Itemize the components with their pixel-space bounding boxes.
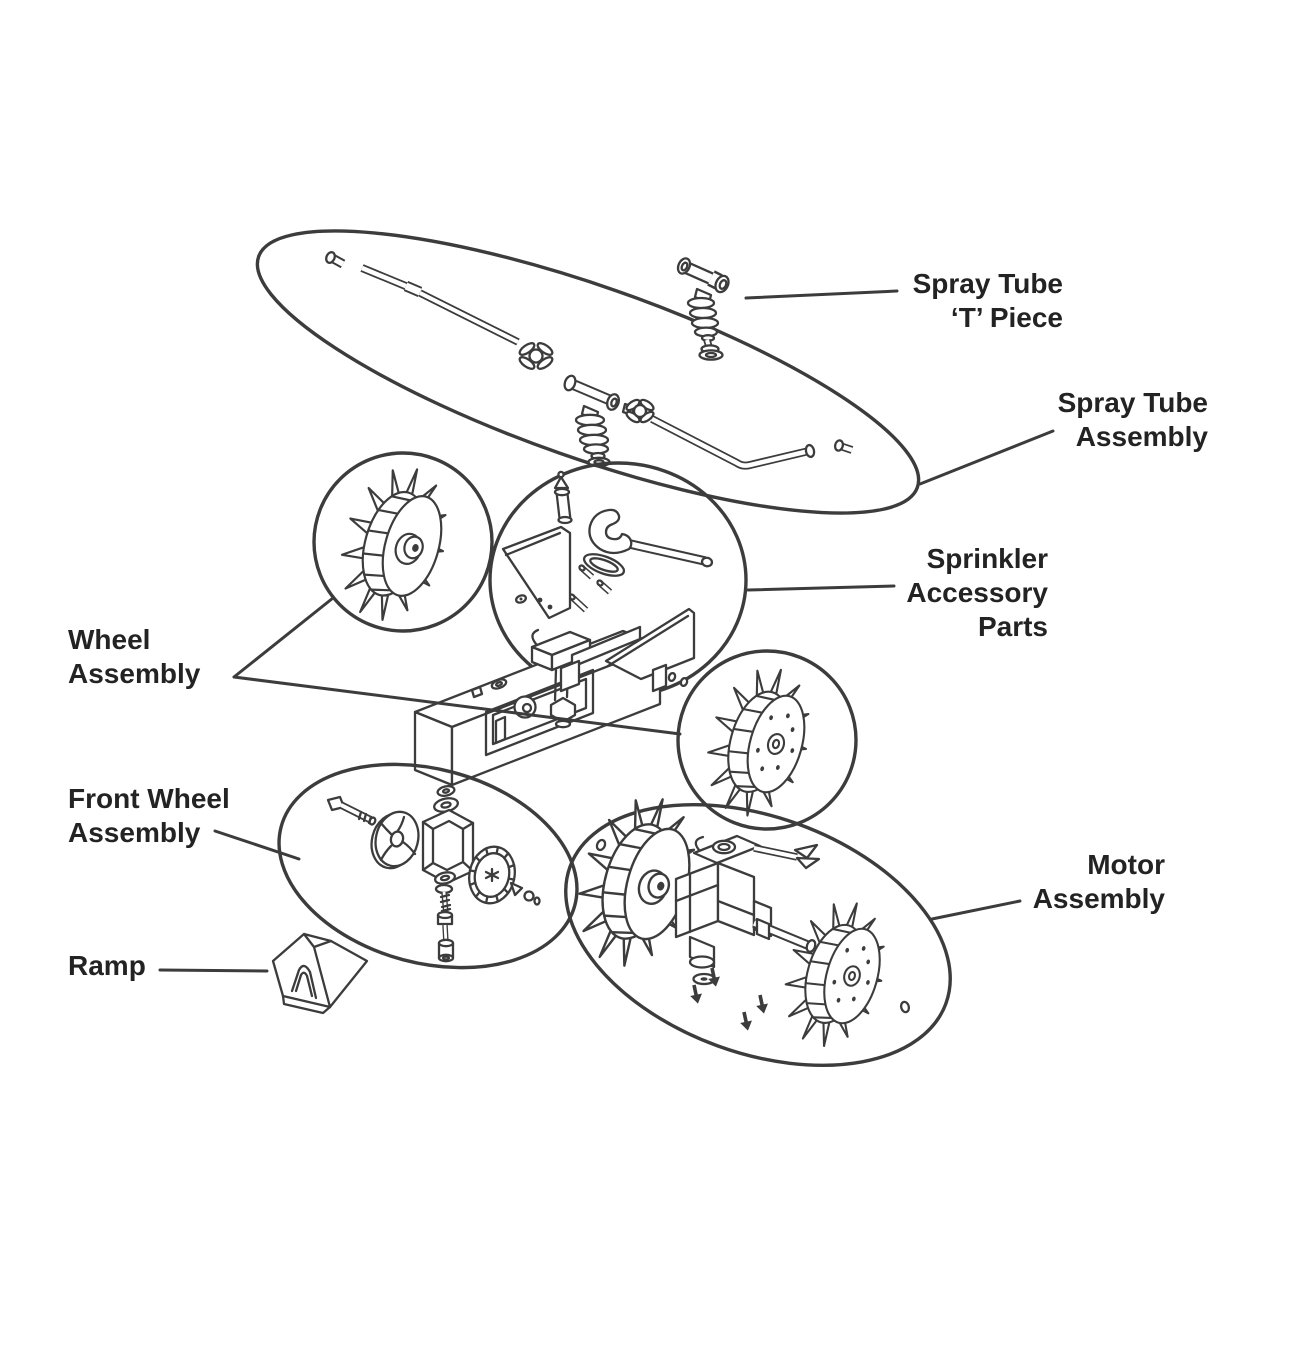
label-line: Parts	[977, 611, 1048, 642]
motor-wheel-right	[784, 902, 885, 1048]
label-line: Wheel	[68, 624, 151, 655]
label-ramp: Ramp	[68, 949, 146, 983]
motor-bracket	[692, 834, 821, 870]
wheel-right-enclosure-circle	[676, 649, 858, 831]
label-wheel-assembly: Wheel Assembly	[68, 623, 200, 691]
label-line: Front Wheel	[68, 783, 230, 814]
label-line: Assembly	[68, 817, 201, 848]
leader-spray-tube-assembly	[918, 429, 1055, 486]
label-front-wheel-assembly: Front Wheel Assembly	[68, 782, 230, 850]
ramp-drawing	[271, 932, 369, 1015]
ribbed-disc	[468, 845, 516, 905]
wheel-assembly-right-drawing	[676, 649, 858, 831]
front-wheel-assembly-drawing	[277, 762, 579, 970]
spike-pin	[553, 470, 573, 525]
sprinkler-head-mid	[563, 374, 620, 468]
leader-motor-assembly	[930, 899, 1022, 921]
label-spray-tube-t-piece: Spray Tube ‘T’ Piece	[913, 267, 1063, 335]
main-body-drawing	[413, 607, 696, 787]
small-pins	[568, 564, 613, 613]
gusset-bracket	[501, 525, 572, 620]
motor-enclosure-ellipse	[564, 803, 952, 1067]
wheel-assembly-left-drawing	[312, 451, 494, 633]
label-line: ‘T’ Piece	[950, 302, 1063, 333]
assembly-arrows	[690, 967, 768, 1031]
threaded-rod	[434, 883, 455, 963]
label-line: Assembly	[1032, 883, 1165, 914]
spray-tube-assembly-drawing	[255, 229, 921, 515]
label-line: Motor	[1087, 849, 1165, 880]
spray-tube-enclosure-ellipse	[255, 229, 921, 515]
spiked-wheel-left	[340, 468, 447, 621]
wing-nut-coupler	[621, 398, 655, 424]
label-motor-assembly: Motor Assembly	[1033, 848, 1165, 916]
motor-wheel-left	[578, 798, 696, 967]
leader-lines	[158, 289, 1055, 973]
label-line: Ramp	[68, 950, 146, 981]
leader-sprinkler-accessory-parts	[746, 584, 896, 592]
motor-assembly-drawing	[564, 798, 952, 1067]
leader-spray-tube-t-piece	[744, 289, 899, 300]
spray-tube-t-piece-drawing	[676, 257, 730, 361]
label-line: Sprinkler	[926, 543, 1048, 574]
label-sprinkler-accessory-parts: Sprinkler Accessory Parts	[906, 542, 1048, 644]
label-line: Assembly	[68, 658, 201, 689]
label-line: Spray Tube	[912, 268, 1063, 299]
label-line: Spray Tube	[1057, 387, 1208, 418]
front-wheel-enclosure-ellipse	[277, 762, 579, 970]
label-spray-tube-assembly: Spray Tube Assembly	[1058, 386, 1208, 454]
leader-wheel-assembly-upper	[232, 596, 335, 679]
label-line: Assembly	[1075, 421, 1208, 452]
spoked-handwheel	[370, 810, 420, 870]
spiked-wheel-right	[707, 668, 810, 817]
wrench	[588, 508, 714, 568]
wing-knob	[518, 342, 554, 370]
leader-ramp	[158, 968, 269, 973]
sprinkler-accessory-parts-drawing	[488, 461, 748, 699]
leader-wheel-assembly-lower	[232, 675, 682, 736]
wheel-left-enclosure-circle	[312, 451, 494, 633]
axle-bolt	[326, 795, 377, 826]
label-line: Accessory	[906, 577, 1048, 608]
leader-front-wheel-assembly	[213, 829, 301, 861]
